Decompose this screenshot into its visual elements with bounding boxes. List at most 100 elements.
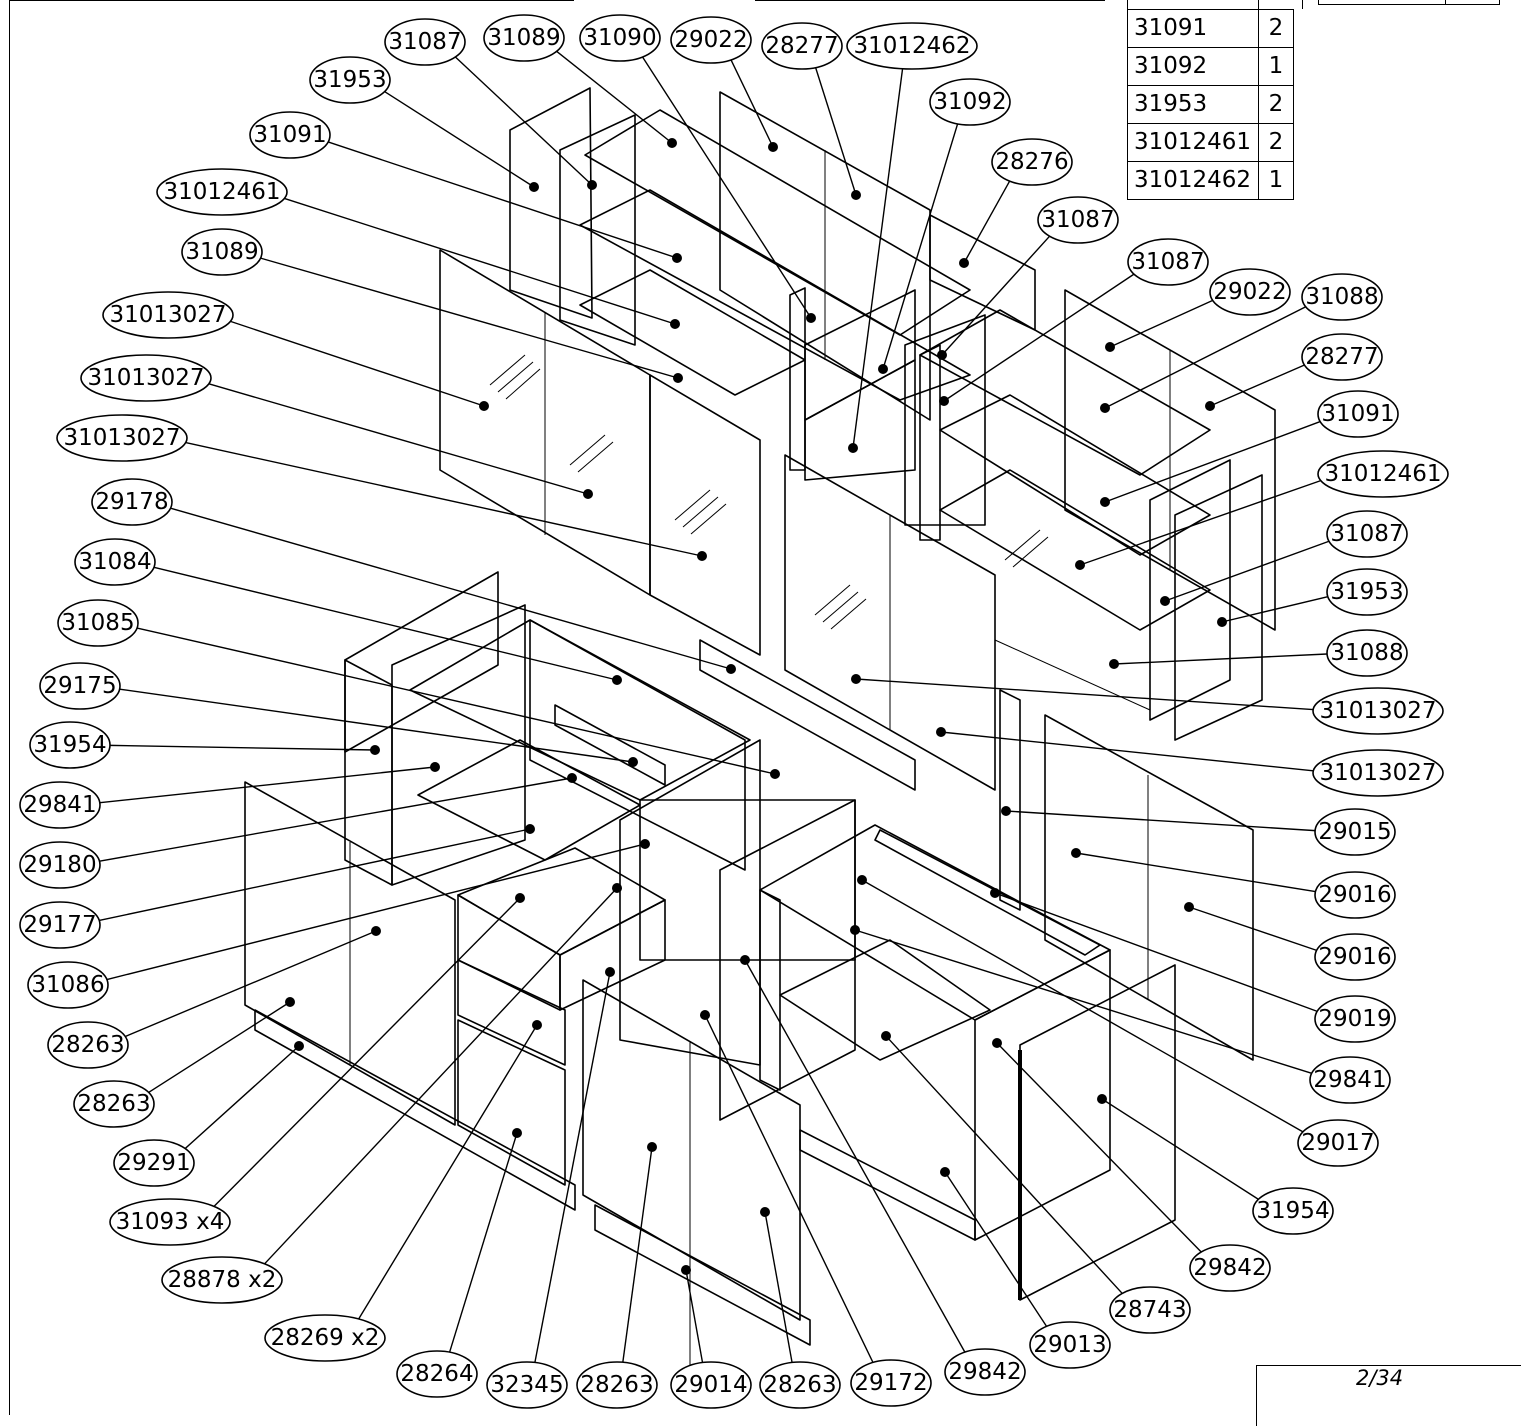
leader-line — [230, 320, 485, 407]
leader-line — [208, 383, 589, 495]
leader-line — [1101, 1098, 1259, 1200]
leader-line — [184, 1045, 300, 1150]
leader-line — [764, 1211, 793, 1363]
part-callout: 28878 x2 — [161, 883, 622, 1304]
leader-line — [1005, 810, 1316, 832]
callout-bubble — [309, 56, 391, 104]
callout-label: 31090 — [583, 25, 656, 51]
cabinet-line-art — [244, 87, 1276, 1380]
leader-dot — [1071, 848, 1081, 858]
part-callout: 28263 — [759, 1207, 841, 1409]
part-code: 31092 — [1127, 47, 1259, 86]
part-callout: 28269 x2 — [264, 1020, 542, 1362]
callout-bubble — [47, 1021, 129, 1069]
callout-label: 29180 — [23, 852, 96, 878]
callout-bubble — [1314, 995, 1396, 1043]
leader-line — [685, 1269, 704, 1363]
callout-label: 28277 — [765, 33, 838, 59]
leader-line — [454, 56, 593, 186]
leader-line — [944, 1171, 1048, 1327]
leader-line — [1079, 479, 1321, 566]
leader-dot — [740, 955, 750, 965]
callout-bubble — [576, 1361, 658, 1409]
leader-dot — [294, 1041, 304, 1051]
leader-dot — [1205, 401, 1215, 411]
part-callout: 31013027 — [80, 354, 593, 499]
callout-label: 29842 — [1193, 1255, 1266, 1281]
callout-bubble — [1326, 510, 1408, 558]
leader-line — [1113, 653, 1328, 665]
part-code: 31012462 — [1127, 161, 1259, 200]
leader-line — [641, 56, 812, 319]
callout-label: 31087 — [1330, 521, 1403, 547]
callout-label: 31013027 — [109, 302, 226, 328]
callout-bubble — [396, 1350, 478, 1398]
leader-dot — [430, 762, 440, 772]
leader-dot — [726, 664, 736, 674]
part-callout: 28263 — [576, 1142, 658, 1409]
leader-line — [814, 67, 857, 196]
leader-line — [358, 1024, 538, 1320]
callout-bubble — [74, 538, 156, 586]
callout-label: 31953 — [313, 67, 386, 93]
drawing-frame-left — [9, 0, 10, 1415]
title-block — [1256, 1365, 1521, 1426]
callout-label: 31086 — [31, 972, 104, 998]
callout-label: 31012461 — [163, 179, 280, 205]
part-callout: 31013027 — [851, 674, 1444, 735]
callout-bubble — [670, 1361, 752, 1409]
part-callout: 29019 — [990, 888, 1396, 1043]
leader-dot — [760, 1207, 770, 1217]
callout-label: 31091 — [253, 122, 326, 148]
callout-bubble — [1209, 268, 1291, 316]
callout-label: 29841 — [1313, 1067, 1386, 1093]
callout-bubble — [486, 1361, 568, 1409]
leader-dot — [512, 1128, 522, 1138]
callout-label: 31085 — [61, 610, 134, 636]
table-row: 31092 1 — [1127, 47, 1294, 86]
callout-label: 29022 — [674, 27, 747, 53]
callout-bubble — [579, 14, 661, 62]
drawing-frame-top — [755, 0, 1105, 1]
leader-line — [99, 777, 573, 862]
callout-bubble — [19, 841, 101, 889]
leader-dot — [700, 1010, 710, 1020]
callout-bubble — [29, 721, 111, 769]
callout-bubble — [181, 228, 263, 276]
callout-label: 29017 — [1301, 1130, 1374, 1156]
callout-bubble — [1189, 1244, 1271, 1292]
part-callout: 31013027 — [56, 414, 707, 561]
part-callout: 28743 — [881, 1031, 1191, 1334]
callout-label: 31093 x4 — [116, 1209, 225, 1235]
callout-bubble — [944, 1348, 1026, 1396]
callout-label: 28276 — [995, 149, 1068, 175]
leader-line — [941, 235, 1051, 356]
part-callout: 28277 — [761, 22, 861, 200]
leader-line — [885, 1035, 1123, 1294]
leader-line — [963, 180, 1011, 264]
leader-dot — [612, 675, 622, 685]
callout-label: 29842 — [948, 1359, 1021, 1385]
parts-table-header-stub — [1127, 0, 1303, 9]
part-callout: 31086 — [27, 839, 650, 1009]
leader-line — [260, 257, 679, 379]
leader-dot — [1184, 902, 1194, 912]
leader-line — [284, 197, 676, 325]
leader-line — [861, 879, 1304, 1133]
callout-label: 29175 — [43, 673, 116, 699]
leader-line — [882, 123, 959, 370]
part-callout: 29017 — [857, 875, 1379, 1167]
leader-line — [622, 1146, 653, 1363]
leader-dot — [851, 674, 861, 684]
parts-table: 31091 2 31092 1 31953 2 31012461 2 31012… — [1127, 9, 1294, 200]
leader-line — [940, 731, 1314, 772]
leader-line — [704, 1014, 874, 1363]
leader-line — [1188, 906, 1317, 952]
callout-label: 29022 — [1213, 279, 1286, 305]
leader-line — [448, 1132, 518, 1353]
leader-line — [99, 828, 531, 922]
leader-line — [1221, 595, 1328, 623]
callout-bubble — [1312, 749, 1444, 797]
leader-dot — [990, 888, 1000, 898]
